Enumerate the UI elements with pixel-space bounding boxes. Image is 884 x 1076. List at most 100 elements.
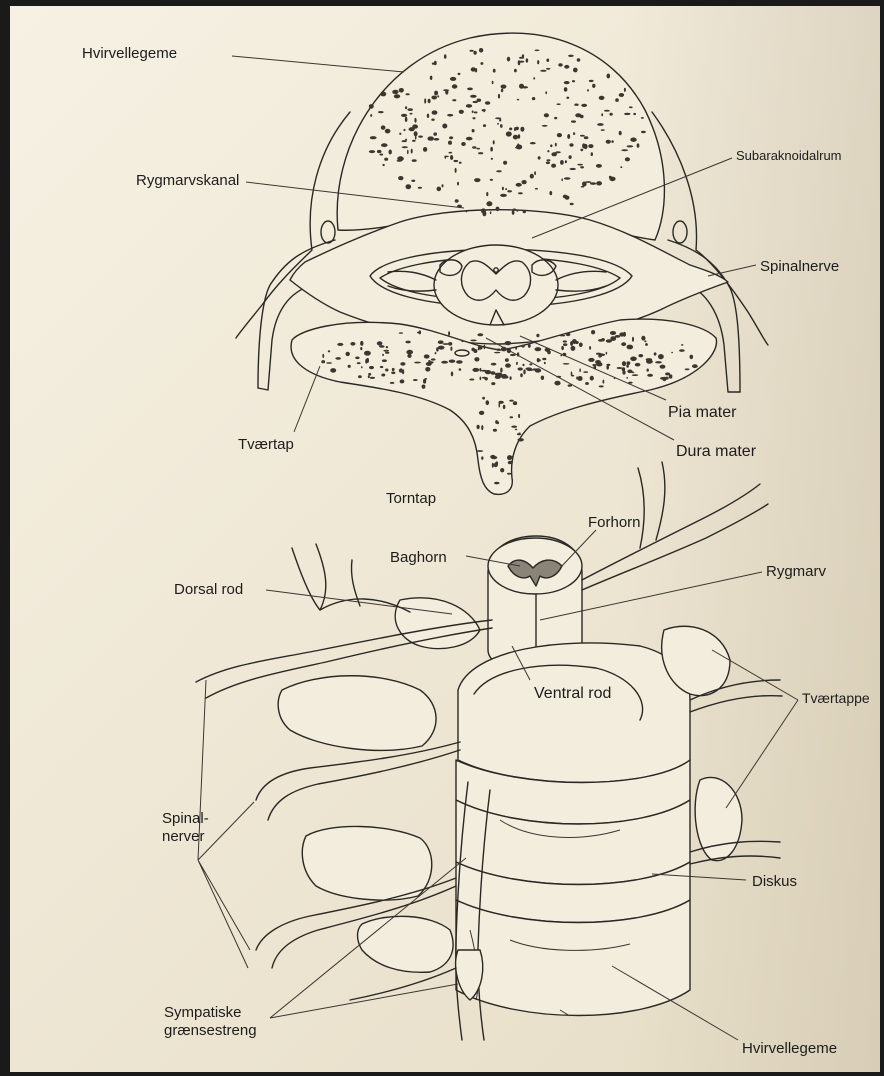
bone-speckle [641,117,644,119]
bone-speckle [596,362,602,366]
bone-speckle [530,174,534,179]
bone-speckle [379,154,383,156]
bone-speckle [431,119,434,121]
leader-tvaertap [294,366,320,432]
bone-speckle [407,150,409,154]
bone-speckle [515,346,517,349]
bone-speckle [430,76,433,80]
bone-speckle [385,352,389,354]
bone-speckle [450,77,456,81]
bone-speckle [557,133,562,137]
vertebral-column-3d [196,462,782,1040]
bone-speckle [435,352,437,354]
bone-speckle [444,54,447,58]
bone-speckle [478,152,483,154]
bone-speckle [427,114,429,118]
bone-speckle [576,376,578,379]
bone-speckle [560,160,564,165]
bone-speckle [505,341,512,345]
bone-speckle [533,77,535,79]
bone-speckle [370,136,377,139]
label-baghorn: Baghorn [390,549,447,566]
bone-speckle [392,90,398,94]
bone-speckle [476,148,480,150]
bone-speckle [505,188,507,190]
bone-speckle [522,180,527,184]
bone-speckle [496,170,501,172]
nerve-right-up-2 [656,462,665,540]
label-torntap: Torntap [386,490,436,507]
bone-speckle [575,341,578,344]
bone-speckle [504,376,509,379]
bone-speckle [471,67,476,71]
bone-speckle [427,136,434,140]
bone-speckle [461,340,463,342]
bone-speckle [382,354,384,356]
bone-speckle [406,93,410,95]
bone-speckle [574,104,578,106]
bone-speckle [526,58,529,62]
bone-speckle [522,54,524,57]
bone-speckle [364,351,371,356]
bone-speckle [450,347,452,351]
bone-speckle [621,149,628,151]
bone-speckle [449,360,456,363]
bone-speckle [417,332,421,334]
bone-speckle [508,461,513,464]
bone-speckle [490,179,493,181]
bone-speckle [490,211,492,214]
label-tvaertappe: Tværtappe [802,690,870,707]
bone-speckle [394,94,400,98]
bone-speckle [637,143,640,147]
bone-speckle [632,374,638,376]
bone-speckle [382,164,384,166]
bone-speckle [567,134,570,139]
bone-speckle [685,368,690,370]
right-foramen [673,221,687,243]
bone-speckle [479,411,484,415]
bone-speckle [381,374,385,377]
vertebral-body-top [458,643,690,783]
bone-speckle [506,131,512,136]
bone-speckle [518,192,523,194]
bone-speckle [448,331,450,335]
bone-speckle [575,113,581,117]
bone-speckle [484,109,486,113]
bone-speckle [493,69,496,73]
bone-speckle [452,84,458,88]
bone-speckle [665,377,668,380]
bone-speckle [369,366,374,369]
bone-speckle [554,117,557,119]
bone-speckle [621,342,626,346]
bone-speckle [501,85,507,89]
bone-speckle [459,368,462,371]
bone-speckle [505,358,509,362]
bone-speckle [467,88,473,91]
bone-speckle [405,117,408,122]
bone-speckle [431,358,436,360]
bone-speckle [622,361,626,366]
bone-speckle [469,379,474,381]
bone-speckle [413,379,418,381]
bone-speckle [518,438,524,441]
bone-speckle [459,162,462,164]
bone-speckle [411,180,415,182]
bone-speckle [330,368,336,373]
bone-speckle [365,359,367,364]
bone-speckle [424,354,430,358]
bone-speckle [557,103,561,105]
bone-speckle [379,345,385,348]
bone-speckle [583,371,588,373]
bone-speckle [411,149,413,154]
dorsal-root-branch-2 [316,544,326,610]
bone-speckle [630,138,636,142]
bone-speckle [570,203,574,205]
bone-speckle [591,330,595,334]
bone-speckle [493,140,495,144]
bone-speckle [501,89,503,93]
bone-speckle [597,123,604,126]
bone-speckle [368,373,371,376]
bone-speckle [509,400,513,402]
bone-speckle [432,110,438,114]
bone-speckle [491,363,497,366]
